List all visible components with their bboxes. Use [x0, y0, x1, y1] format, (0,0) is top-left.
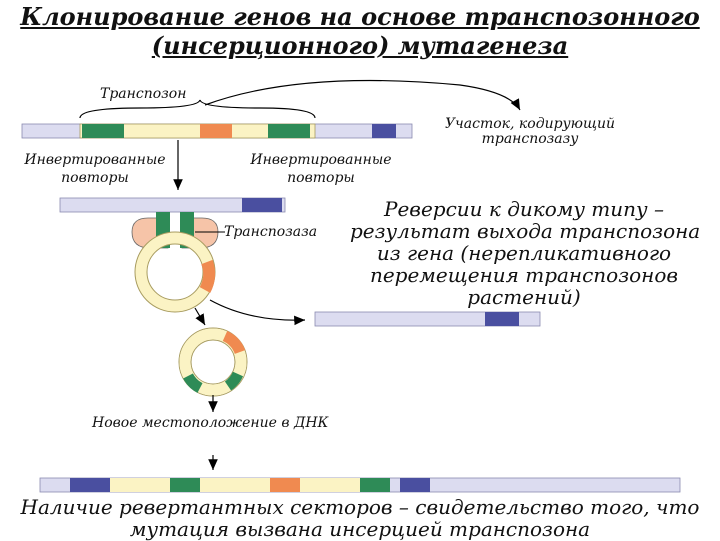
- title-line-1: Клонирование генов на основе транспозонн…: [20, 2, 700, 31]
- excised-dna-strand: [59, 197, 286, 213]
- reversion-line-1: Реверсии к дикому типу –: [384, 197, 664, 221]
- title-line-2: (инсерционного) мутагенеза: [151, 31, 569, 60]
- transposase-complex: [131, 212, 219, 313]
- down-arrow-2: [194, 307, 206, 326]
- reversion-arrow: [209, 299, 306, 326]
- circular-transposon: [178, 327, 248, 397]
- transposase-coding-segment: [200, 124, 232, 138]
- transposon-brace: [79, 99, 316, 119]
- inverted-repeats-left-1: Инвертированные: [24, 152, 166, 168]
- bottom-caption-2: мутация вызвана инсерцией транспозона: [129, 517, 591, 541]
- bottom-dna-strand: [39, 477, 681, 493]
- reversion-line-5: растений): [467, 285, 581, 309]
- coding-site-label-2: транспозазу: [481, 131, 579, 147]
- inverted-repeats-mid-2: повторы: [287, 170, 355, 186]
- inverted-repeats-mid-1: Инвертированные: [250, 152, 392, 168]
- coding-site-arrow: [204, 79, 521, 111]
- coding-site-label-1: Участок, кодирующий: [444, 116, 616, 132]
- transposon-label: Транспозон: [100, 86, 187, 102]
- left-inverted-repeat-segment: [82, 124, 124, 138]
- right-inverted-repeat-segment: [268, 124, 310, 138]
- bottom-caption-1: Наличие ревертантных секторов – свидетел…: [20, 495, 700, 519]
- blue-gene-segment: [372, 124, 396, 138]
- reversion-line-4: перемещения транспозонов: [369, 263, 679, 287]
- new-location-label: Новое местоположение в ДНК: [92, 415, 329, 431]
- restored-dna-strand: [314, 311, 541, 327]
- reversion-line-2: результат выхода транспозона: [350, 219, 701, 243]
- transposase-label: Транспозаза: [224, 224, 318, 240]
- reversion-line-3: из гена (нерепликативного: [376, 241, 672, 265]
- inverted-repeats-left-2: повторы: [61, 170, 129, 186]
- top-dna-strand: [21, 123, 413, 139]
